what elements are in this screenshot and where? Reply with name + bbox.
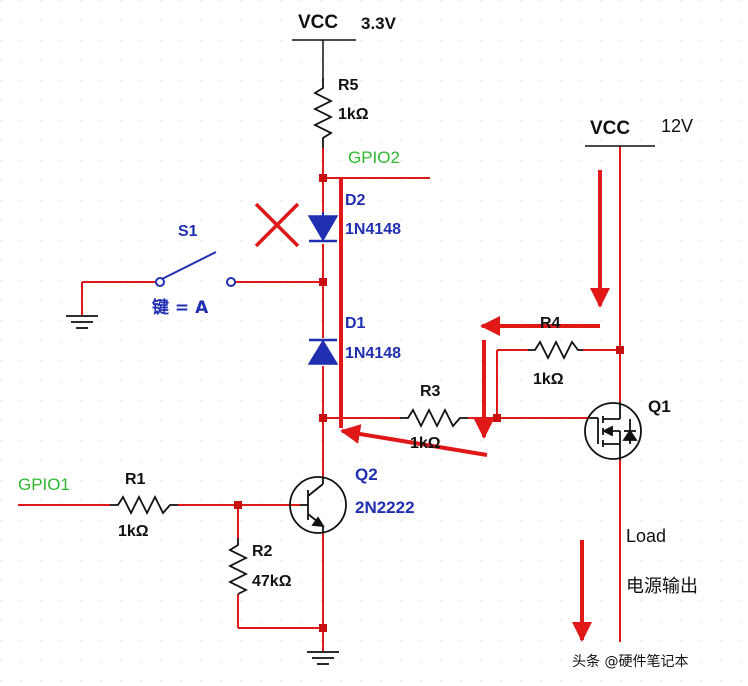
vcc-top-value: 3.3V [361,14,397,33]
arrow-icon [340,424,488,457]
r3-resistor [400,407,468,429]
gpio2-label: GPIO2 [348,148,400,167]
d1-part: 1N4148 [345,345,401,362]
r5-name: R5 [338,77,359,94]
r3-value: 1kΩ [410,435,441,452]
vcc-right-label: VCC [590,118,630,139]
r2-resistor [227,538,249,595]
r5-resistor [312,78,334,148]
r5-value: 1kΩ [338,106,369,123]
power-output-label: 电源输出 [626,576,698,597]
ground-icon [307,651,339,665]
q2-part: 2N2222 [355,498,415,517]
d1-name: D1 [345,315,366,332]
r4-resistor [528,339,583,361]
q2-transistor [289,476,347,534]
r3-name: R3 [420,383,441,400]
q2-name: Q2 [355,465,378,484]
q1-name: Q1 [648,397,671,416]
gpio1-label: GPIO1 [18,475,70,494]
s1-name: S1 [178,223,198,240]
vcc-symbols [292,39,655,147]
junction-nodes [234,174,624,632]
r2-name: R2 [252,543,273,560]
r1-resistor [110,494,178,516]
r4-value: 1kΩ [533,371,564,388]
d2-diode [307,212,339,243]
watermark: 头条 @硬件笔记本 [572,653,688,670]
vcc-top-label: VCC [298,12,338,33]
d2-part: 1N4148 [345,221,401,238]
current-flow-arrows [339,170,610,642]
s1-switch [155,251,236,287]
s1-key-label: 键 = A [152,297,209,318]
d2-name: D2 [345,192,366,209]
r1-value: 1kΩ [118,523,149,540]
d1-diode [307,338,339,365]
r4-name: R4 [540,315,561,332]
x-mark-icon [254,202,300,248]
vcc-right-value: 12V [661,116,693,136]
ground-icon [66,315,98,329]
r2-value: 47kΩ [252,573,292,590]
q1-mosfet [584,402,642,460]
r1-name: R1 [125,471,146,488]
load-label: Load [626,526,666,546]
